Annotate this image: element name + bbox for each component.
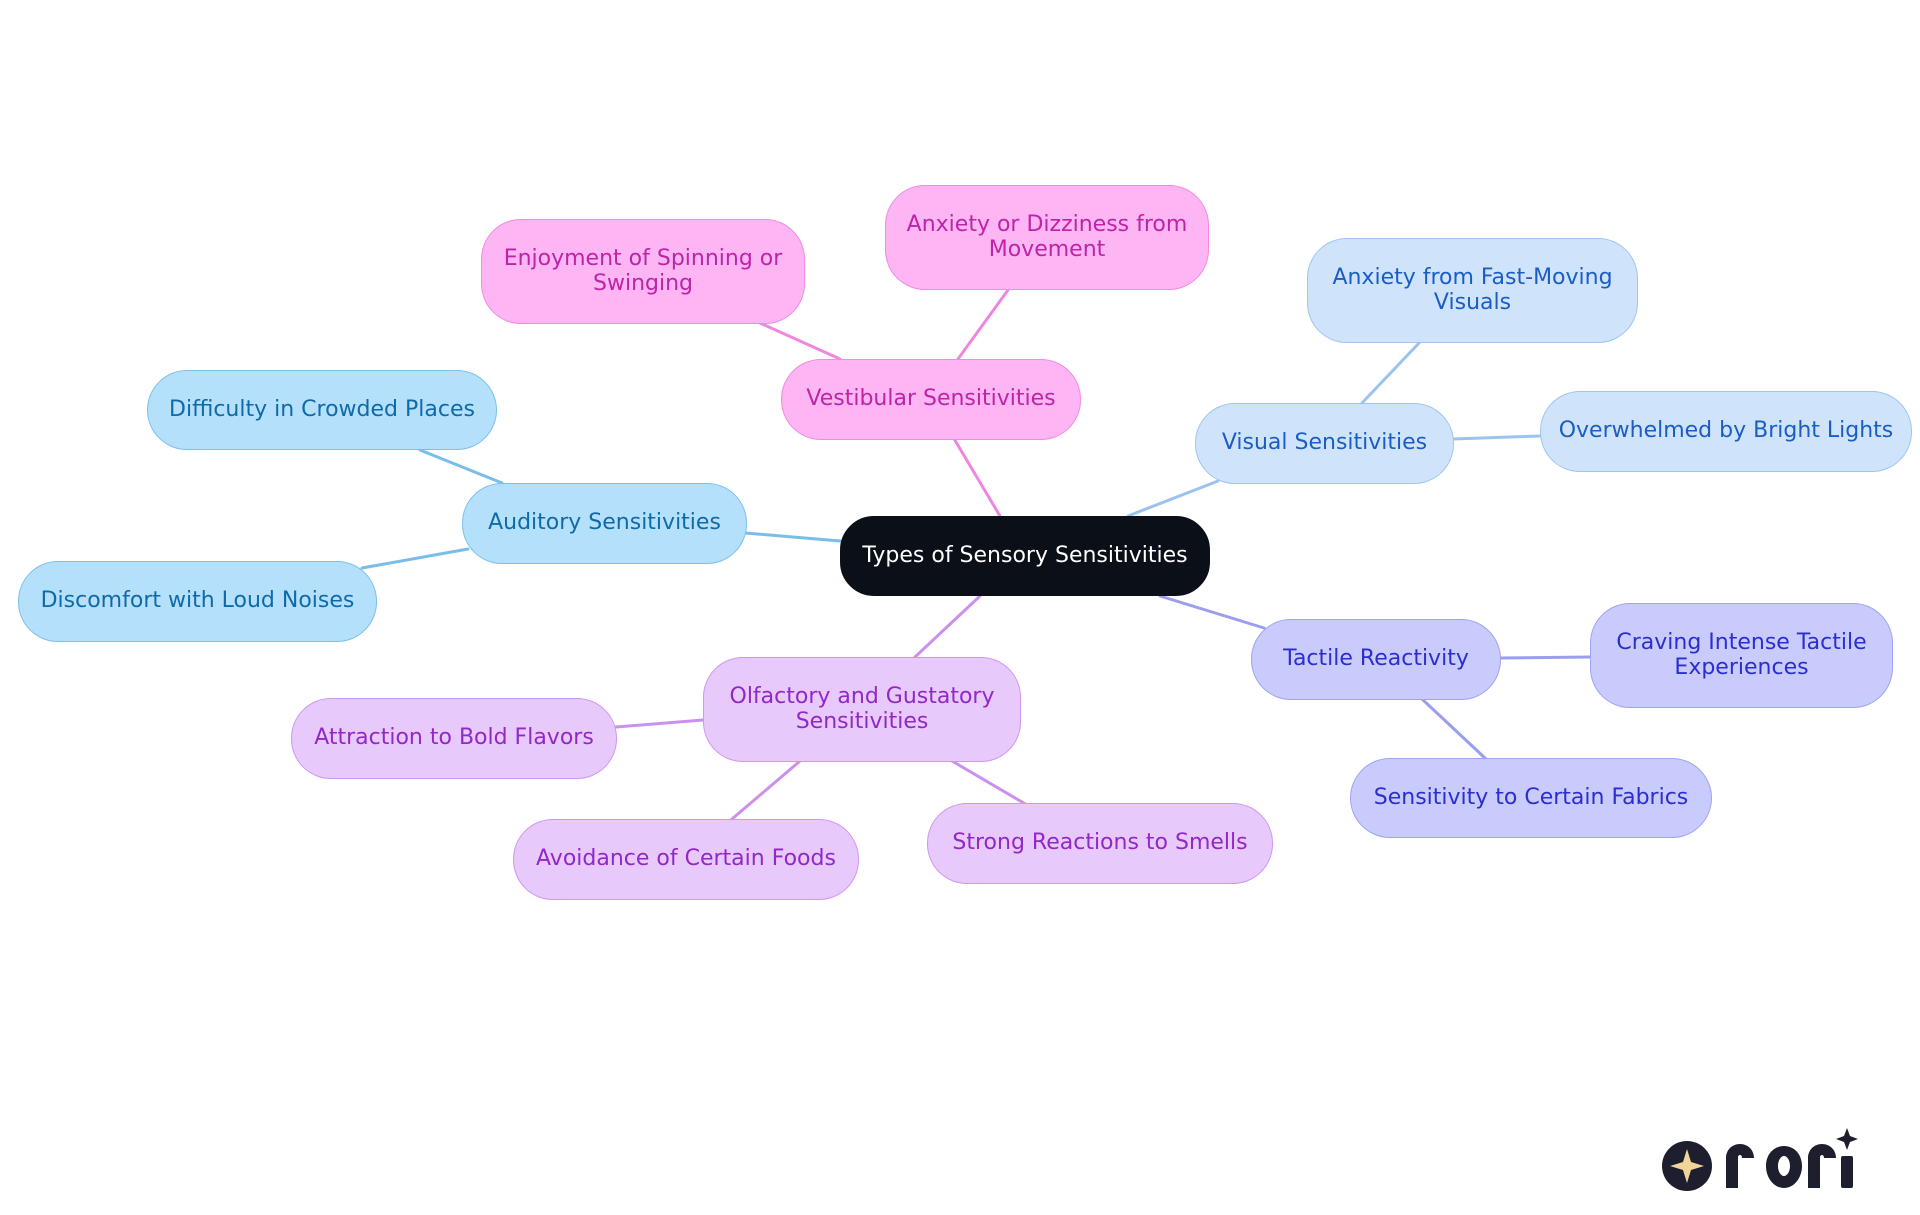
vestibular-child-dizziness[interactable]: Anxiety or Dizziness from Movement bbox=[885, 185, 1209, 290]
logo-wordmark bbox=[1726, 1128, 1858, 1188]
edge-root-vestibular bbox=[951, 435, 1002, 518]
edge-root-tactile bbox=[1158, 594, 1266, 630]
visual-child-brightlights[interactable]: Overwhelmed by Bright Lights bbox=[1540, 391, 1912, 472]
tactile-node[interactable]: Tactile Reactivity bbox=[1251, 619, 1501, 700]
tactile-child-craving[interactable]: Craving Intense Tactile Experiences bbox=[1590, 603, 1893, 708]
edge-tactile-craving bbox=[1498, 655, 1592, 660]
edge-vestibular-dizziness bbox=[956, 288, 1010, 361]
brand-logo bbox=[1662, 1128, 1858, 1191]
edge-root-olfactory bbox=[913, 594, 982, 659]
olfactory-node[interactable]: Olfactory and Gustatory Sensitivities bbox=[703, 657, 1021, 762]
edge-visual-brightlights bbox=[1451, 434, 1542, 441]
visual-node[interactable]: Visual Sensitivities bbox=[1195, 403, 1454, 484]
olfactory-child-foods[interactable]: Avoidance of Certain Foods bbox=[513, 819, 859, 900]
edge-visual-fastmoving bbox=[1360, 340, 1422, 405]
edge-root-visual bbox=[1126, 479, 1220, 518]
tactile-child-fabrics[interactable]: Sensitivity to Certain Fabrics bbox=[1350, 758, 1712, 838]
edge-root-auditory bbox=[743, 531, 842, 543]
edge-tactile-fabrics bbox=[1420, 697, 1488, 761]
auditory-node[interactable]: Auditory Sensitivities bbox=[462, 483, 747, 564]
vestibular-node[interactable]: Vestibular Sensitivities bbox=[781, 359, 1081, 440]
sparkle-circle-icon bbox=[1662, 1141, 1712, 1191]
edge-olfactory-foods bbox=[730, 759, 802, 821]
root-node[interactable]: Types of Sensory Sensitivities bbox=[840, 516, 1210, 596]
auditory-child-loud[interactable]: Discomfort with Loud Noises bbox=[18, 561, 377, 642]
auditory-child-crowded[interactable]: Difficulty in Crowded Places bbox=[147, 370, 497, 450]
edge-olfactory-flavors bbox=[614, 718, 705, 729]
edge-auditory-loud bbox=[360, 547, 470, 570]
olfactory-child-smells[interactable]: Strong Reactions to Smells bbox=[927, 803, 1273, 884]
edge-olfactory-smells bbox=[950, 759, 1029, 807]
edge-auditory-crowded bbox=[418, 448, 504, 485]
olfactory-child-flavors[interactable]: Attraction to Bold Flavors bbox=[291, 698, 617, 779]
vestibular-child-spinning[interactable]: Enjoyment of Spinning or Swinging bbox=[481, 219, 805, 324]
visual-child-fastmoving[interactable]: Anxiety from Fast-Moving Visuals bbox=[1307, 238, 1638, 343]
edge-vestibular-spinning bbox=[758, 321, 842, 361]
